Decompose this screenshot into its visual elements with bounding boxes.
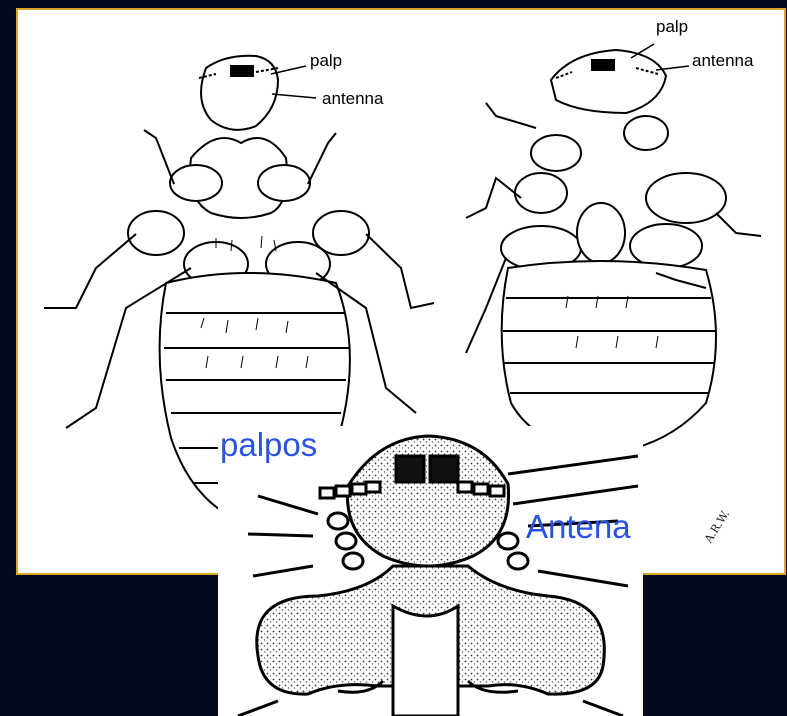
palpos-label: palpos bbox=[220, 428, 317, 461]
right-louse-drawing bbox=[466, 44, 761, 453]
antena-label: Antena bbox=[526, 510, 631, 543]
head-closeup-drawing bbox=[218, 426, 643, 716]
left-antenna-label: antenna bbox=[322, 90, 383, 107]
right-palp-label: palp bbox=[656, 18, 688, 35]
head-closeup-inset: palpos Antena bbox=[218, 426, 643, 716]
right-antenna-label: antenna bbox=[692, 52, 753, 69]
left-palp-label: palp bbox=[310, 52, 342, 69]
